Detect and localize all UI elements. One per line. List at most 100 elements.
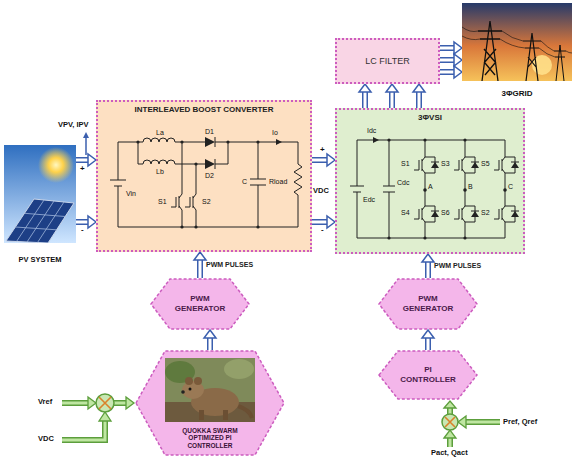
arrow-shaft [197, 260, 203, 278]
arrow-head [359, 84, 371, 92]
reference-arrows [444, 401, 500, 447]
measurement-leader [85, 138, 87, 155]
arrow-shaft [312, 157, 327, 163]
arrow-shaft [440, 57, 454, 63]
arrow-head [454, 54, 462, 66]
block-arrow [76, 216, 96, 228]
arrow-core [440, 47, 454, 50]
arrow-head [454, 42, 462, 54]
block-title: LC FILTER [365, 56, 409, 67]
arrow-shaft [425, 338, 431, 350]
block-arrow [312, 216, 335, 228]
signal-label: Pact, Qact [431, 449, 468, 457]
pv-panel-illustration [4, 145, 76, 243]
arrow-head [327, 154, 335, 166]
arrow-head [422, 254, 434, 262]
arrow-shaft [76, 219, 88, 225]
signal-label: VDC [313, 187, 329, 195]
controller-hexagon: QUOKKA SWARM OPTIMIZED PI CONTROLLER [135, 350, 285, 456]
arrow-core [76, 221, 88, 224]
hexagon-outline [379, 279, 477, 329]
block-arrow [194, 252, 206, 278]
arrow-shaft [207, 338, 213, 350]
block-arrow [76, 154, 96, 166]
arrow-shaft [416, 92, 422, 108]
node-caption: PV SYSTEM [19, 255, 62, 264]
signal-label: VPV, IPV [58, 121, 89, 129]
arrow-shaft [440, 45, 454, 51]
block-arrow [422, 254, 434, 278]
block-title: PI CONTROLLER [397, 365, 459, 384]
polarity-sign: + [80, 165, 85, 174]
block-title: PWM GENERATOR [397, 294, 459, 313]
block-title: 3ΦVSI [418, 113, 442, 123]
converter-block: INTERLEAVED BOOST CONVERTER [96, 100, 312, 252]
arrow-shaft [362, 92, 368, 108]
arrow-head [204, 330, 216, 338]
block-arrow [359, 84, 371, 108]
filter-block: LC FILTER [335, 38, 440, 84]
polarity-sign: - [81, 226, 84, 235]
arrow-head [386, 84, 398, 92]
polarity-sign: - [321, 226, 324, 235]
summing-junction [96, 394, 114, 412]
leader-head [83, 132, 89, 138]
arrow-core [418, 92, 421, 108]
arrow-core [391, 92, 394, 108]
block-arrow [440, 54, 462, 66]
arrow-core [209, 338, 212, 350]
arrow-shaft [425, 262, 431, 278]
arrow-shaft [389, 92, 395, 108]
arrow-core [440, 71, 454, 74]
inverter-circuit [337, 110, 523, 252]
block-arrow [440, 66, 462, 78]
arrow-core [427, 262, 430, 278]
arrow-head [327, 216, 335, 228]
arrow-core [76, 159, 88, 162]
pv-source: PV SYSTEM [4, 145, 76, 267]
pwm-hexagon: PWM GENERATOR [150, 278, 250, 330]
arrow-core [312, 159, 327, 162]
arrow-head [413, 84, 425, 92]
grid-load: 3ΦGRID [462, 3, 572, 101]
grid-illustration [462, 3, 572, 81]
arrow-head [454, 66, 462, 78]
arrow-core [199, 260, 202, 278]
hexagon-outline [151, 279, 249, 329]
block-arrow [386, 84, 398, 108]
arrow-shaft [312, 219, 327, 225]
inverter-block: 3ΦVSI [335, 108, 525, 254]
arrow-core [427, 338, 430, 350]
block-arrow [204, 330, 216, 350]
block-arrow [312, 154, 335, 166]
signal-label: VDC [38, 435, 54, 443]
block-arrow [440, 42, 462, 54]
arrow-shaft [76, 157, 88, 163]
boost-circuit [98, 102, 310, 250]
edge-label: PWM PULSES [434, 262, 481, 270]
hexagon-outline [136, 351, 284, 455]
arrow-shaft [440, 69, 454, 75]
arrow-head [194, 252, 206, 260]
block-arrow [413, 84, 425, 108]
hexagon-outline [379, 351, 477, 399]
block-title: QUOKKA SWARM OPTIMIZED PI CONTROLLER [165, 427, 255, 450]
signal-label: Pref, Qref [503, 418, 537, 426]
block-title: INTERLEAVED BOOST CONVERTER [135, 105, 274, 115]
polarity-sign: + [320, 146, 325, 155]
summing-junction [442, 414, 458, 430]
node-caption: 3ΦGRID [501, 89, 532, 99]
block-title: PWM GENERATOR [169, 294, 231, 313]
signal-label: Vref [38, 398, 52, 406]
arrow-core [440, 59, 454, 62]
block-arrow [422, 330, 434, 350]
pwm-hexagon: PWM GENERATOR [378, 278, 478, 330]
arrow-head [422, 330, 434, 338]
arrow-head [88, 154, 96, 166]
arrow-head [88, 216, 96, 228]
arrow-core [312, 221, 327, 224]
controller-hexagon: PI CONTROLLER [378, 350, 478, 400]
edge-label: PWM PULSES [206, 261, 253, 269]
arrow-core [364, 92, 367, 108]
